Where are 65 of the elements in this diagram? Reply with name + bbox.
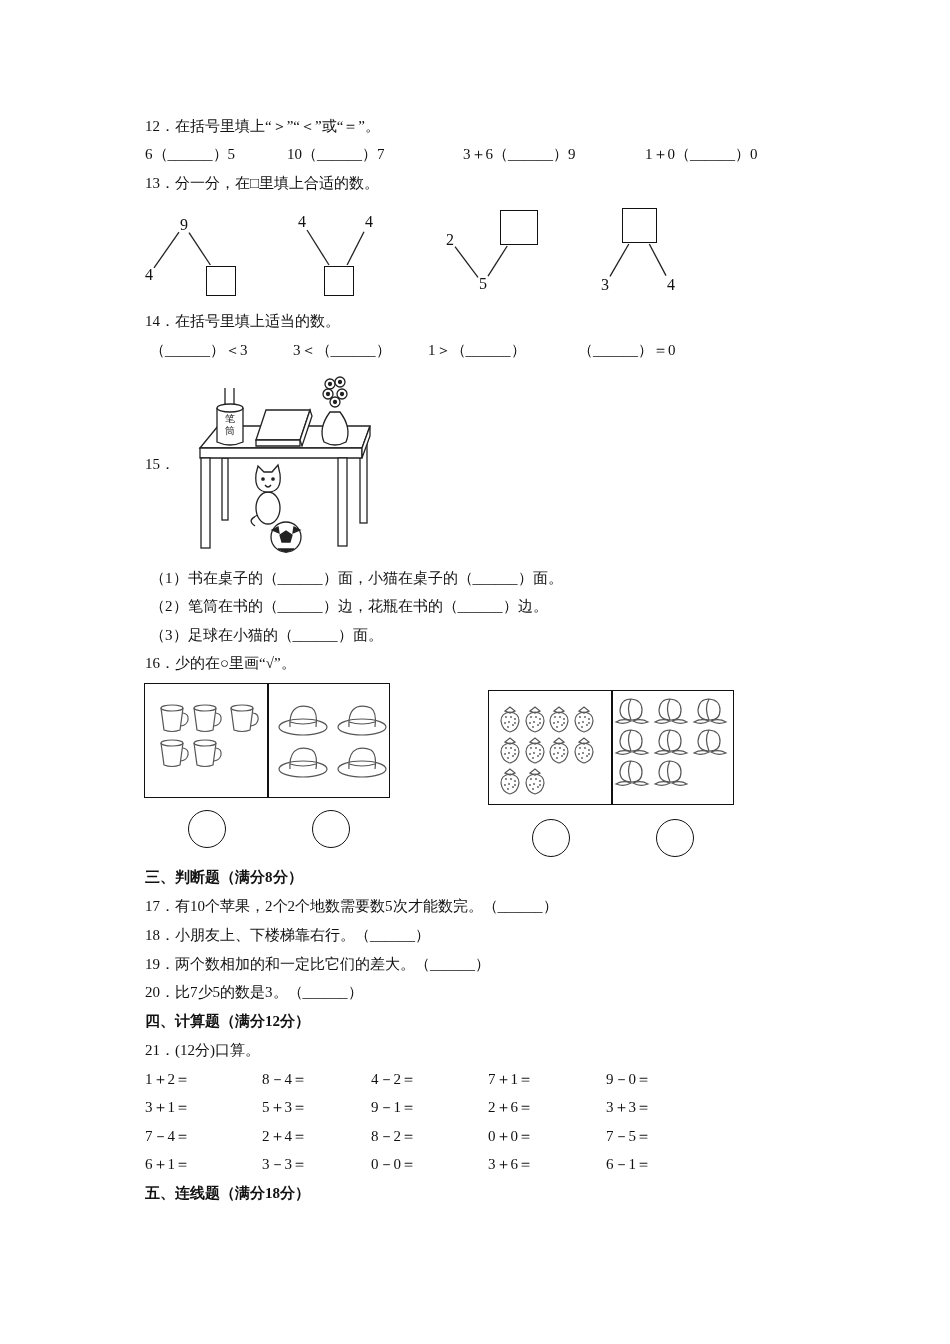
number-label: 4 (667, 276, 675, 294)
question-text: 20．比7少5的数是3。（______） (145, 983, 363, 1001)
number-label: 3 (601, 276, 609, 294)
arithmetic-expression: 1＋2＝ (145, 1070, 190, 1088)
inequality-blank: 3＜（______） (293, 341, 391, 359)
arithmetic-expression: 2＋4＝ (262, 1127, 307, 1145)
question-text: 12．在括号里填上“＞”“＜”或“＝”。 (145, 117, 380, 135)
question-number: 15． (145, 455, 175, 473)
inequality-blank: （______）＝0 (578, 341, 676, 359)
question-text: 14．在括号里填上适当的数。 (145, 312, 340, 330)
arithmetic-expression: 6＋1＝ (145, 1155, 190, 1173)
section-heading: 三、判断题（满分8分） (145, 868, 303, 886)
arithmetic-expression: 7－4＝ (145, 1127, 190, 1145)
section-heading: 五、连线题（满分18分） (145, 1184, 310, 1202)
arithmetic-expression: 7－5＝ (606, 1127, 651, 1145)
answer-box (622, 208, 657, 243)
connector-line (487, 245, 508, 277)
answer-box (206, 266, 236, 296)
arithmetic-expression: 0－0＝ (371, 1155, 416, 1173)
arithmetic-expression: 6－1＝ (606, 1155, 651, 1173)
arithmetic-expression: 2＋6＝ (488, 1098, 533, 1116)
number-label: 4 (145, 266, 153, 284)
section-heading: 四、计算题（满分12分） (145, 1012, 310, 1030)
answer-box (500, 210, 538, 245)
question-text: 17．有10个苹果，2个2个地数需要数5次才能数完。（______） (145, 897, 558, 915)
number-label: 9 (180, 216, 188, 234)
arithmetic-expression: 3＋6＝ (488, 1155, 533, 1173)
arithmetic-expression: 3＋1＝ (145, 1098, 190, 1116)
question-text: （3）足球在小猫的（______）面。 (150, 626, 383, 644)
connector-line (346, 231, 365, 266)
number-label: 4 (365, 213, 373, 231)
question-text: 13．分一分，在□里填上合适的数。 (145, 174, 380, 192)
comparison-blank: 1＋0（______）0 (645, 145, 758, 163)
question-text: （2）笔筒在书的（______）边，花瓶在书的（______）边。 (150, 597, 548, 615)
number-label: 5 (479, 275, 487, 293)
question-text: 16．少的在○里画“√”。 (145, 654, 296, 672)
connector-line (454, 246, 479, 278)
comparison-blank: 3＋6（______）9 (463, 145, 576, 163)
arithmetic-expression: 3－3＝ (262, 1155, 307, 1173)
connector-line (153, 231, 180, 269)
arithmetic-expression: 3＋3＝ (606, 1098, 651, 1116)
picture-label: 笔筒 (225, 413, 236, 437)
answer-box (324, 266, 354, 296)
comparison-blank: 10（______）7 (287, 145, 385, 163)
arithmetic-expression: 7＋1＝ (488, 1070, 533, 1088)
connector-line (609, 243, 630, 278)
number-label: 2 (446, 231, 454, 249)
arithmetic-expression: 9－1＝ (371, 1098, 416, 1116)
question-text: 19．两个数相加的和一定比它们的差大。（______） (145, 955, 490, 973)
question-text: （1）书在桌子的（______）面，小猫在桌子的（______）面。 (150, 569, 563, 587)
arithmetic-expression: 8－4＝ (262, 1070, 307, 1088)
question-text: 18．小朋友上、下楼梯靠右行。（______） (145, 926, 430, 944)
arithmetic-expression: 9－0＝ (606, 1070, 651, 1088)
number-label: 4 (298, 213, 306, 231)
question-text: 21．(12分)口算。 (145, 1041, 260, 1059)
connector-line (188, 231, 212, 266)
connector-line (306, 229, 330, 266)
comparison-blank: 6（______）5 (145, 145, 235, 163)
arithmetic-expression: 4－2＝ (371, 1070, 416, 1088)
arithmetic-expression: 8－2＝ (371, 1127, 416, 1145)
inequality-blank: （______）＜3 (150, 341, 248, 359)
connector-line (648, 243, 667, 277)
inequality-blank: 1＞（______） (428, 341, 526, 359)
arithmetic-expression: 5＋3＝ (262, 1098, 307, 1116)
arithmetic-expression: 0＋0＝ (488, 1127, 533, 1145)
